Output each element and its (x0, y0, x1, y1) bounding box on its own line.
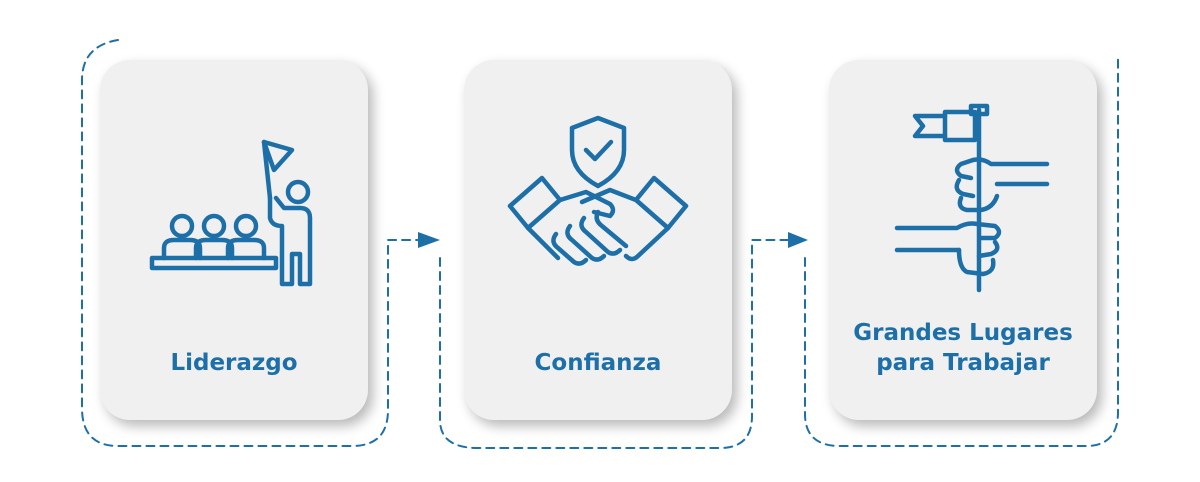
hands-holding-flag-icon (894, 103, 1050, 293)
step-card-trust: Confianza (464, 60, 732, 420)
arrow-head-1 (418, 232, 440, 248)
step-label-leadership: Liderazgo (170, 350, 298, 376)
leadership-flag-audience-icon (149, 139, 313, 287)
step-label-great-places: Grandes Lugares para Trabajar (853, 320, 1073, 376)
step-label-trust: Confianza (534, 350, 662, 376)
handshake-shield-check-icon (507, 115, 689, 266)
step-card-leadership: Liderazgo (100, 60, 368, 420)
step-card-great-places: Grandes Lugares para Trabajar (829, 60, 1097, 420)
arrow-head-2 (788, 232, 808, 248)
